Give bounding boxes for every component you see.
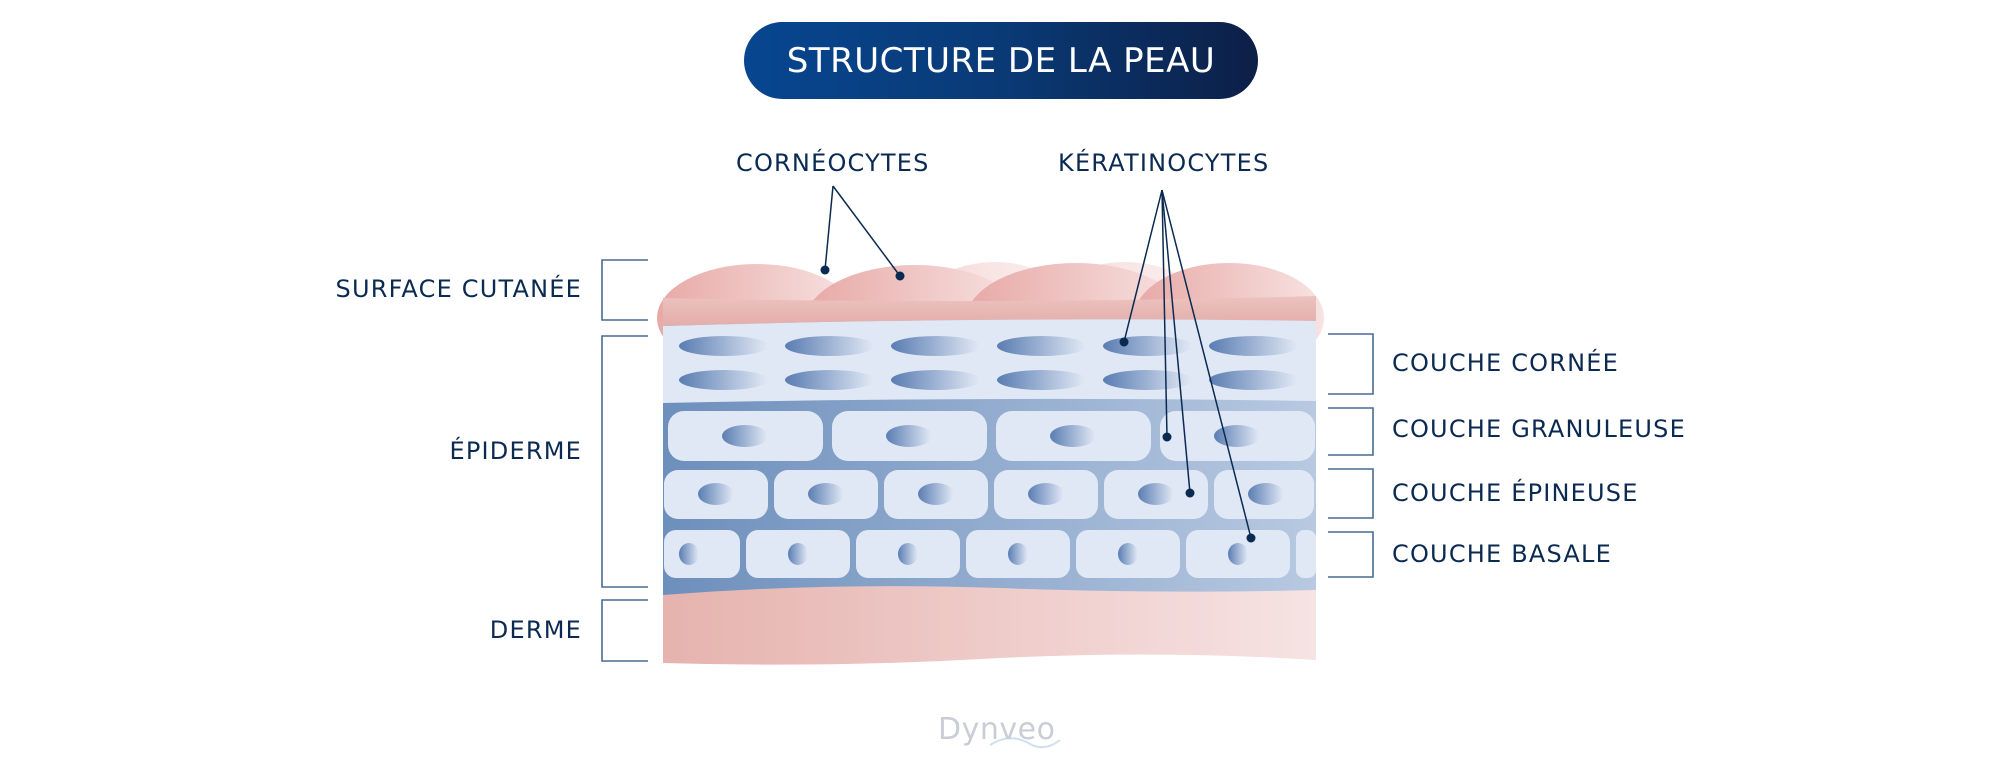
pointer-dot: [1185, 488, 1195, 498]
basal-nucleus: [898, 543, 918, 565]
logo: Dynveo: [938, 712, 1056, 747]
pointer-dot: [1246, 533, 1256, 543]
bracket-basale: [1328, 531, 1374, 578]
couche-cornee-cells: [679, 336, 1299, 390]
label-couche-basale: COUCHE BASALE: [1392, 540, 1612, 568]
spinous-nucleus: [1028, 483, 1064, 505]
pointer-dot: [820, 265, 830, 275]
granular-nucleus: [1214, 425, 1260, 447]
pointer-dot: [895, 271, 905, 281]
spinous-nucleus: [918, 483, 954, 505]
pointer-corneocyte-1: [824, 185, 834, 271]
couche-epineuse-cells: [664, 470, 1314, 519]
spinous-nucleus: [808, 483, 844, 505]
corneocyte-cell: [997, 336, 1087, 356]
granular-nucleus: [722, 425, 768, 447]
bracket-surface: [601, 259, 648, 321]
granular-nucleus: [886, 425, 932, 447]
pointer-corneocyte-2: [832, 185, 901, 277]
corneocyte-cell: [785, 370, 875, 390]
pointer-dots: [820, 265, 1256, 543]
pointer-keratinocyte-1: [1123, 189, 1163, 343]
basal-cell: [1296, 530, 1316, 578]
basal-nucleus: [788, 543, 808, 565]
bracket-epiderme: [601, 335, 648, 588]
title-banner: STRUCTURE DE LA PEAU: [744, 22, 1258, 99]
corneocyte-cell: [1103, 336, 1193, 356]
label-epiderme: ÉPIDERME: [449, 437, 582, 465]
bracket-granuleuse: [1328, 407, 1374, 456]
corneocyte-cell: [679, 336, 769, 356]
couche-granuleuse-cells: [668, 411, 1315, 461]
spinous-nucleus: [1138, 483, 1174, 505]
basal-nucleus: [1008, 543, 1028, 565]
spinous-nucleus: [698, 483, 734, 505]
bracket-derme: [601, 599, 648, 662]
corneocyte-cell: [1103, 370, 1193, 390]
logo-wave-icon: [989, 737, 1061, 749]
right-brackets: [1328, 333, 1374, 578]
basal-nucleus: [1118, 543, 1138, 565]
corneocyte-cell: [891, 370, 981, 390]
couche-cornee-band: [663, 319, 1316, 403]
title-text: STRUCTURE DE LA PEAU: [786, 40, 1216, 81]
surface-layer-band: [663, 296, 1316, 330]
basal-nucleus: [679, 543, 699, 565]
pointer-dot: [1162, 432, 1172, 442]
granular-nucleus: [1050, 425, 1096, 447]
label-corneocytes: CORNÉOCYTES: [736, 149, 930, 177]
corneocyte-cell: [1209, 370, 1299, 390]
spinous-nucleus: [1248, 483, 1284, 505]
corneocyte-cell: [1209, 336, 1299, 356]
corneocyte-cell: [679, 370, 769, 390]
corneocyte-cell: [785, 336, 875, 356]
pointer-keratinocyte-3: [1161, 189, 1191, 494]
corneocyte-cell: [891, 336, 981, 356]
label-couche-cornee: COUCHE CORNÉE: [1392, 349, 1620, 377]
basal-nucleus: [1228, 543, 1248, 565]
bracket-epineuse: [1328, 468, 1374, 519]
label-derme: DERME: [489, 616, 582, 644]
pointer-keratinocyte-4: [1161, 189, 1252, 539]
pointer-lines: [824, 185, 1252, 539]
label-keratinocytes: KÉRATINOCYTES: [1058, 149, 1270, 177]
left-brackets: [601, 259, 648, 662]
bracket-cornee: [1328, 333, 1374, 395]
basal-cell: [664, 530, 740, 578]
pointer-dot: [1119, 337, 1129, 347]
corneocyte-cell: [997, 370, 1087, 390]
label-couche-epineuse: COUCHE ÉPINEUSE: [1392, 479, 1639, 507]
label-surface-cutanee: SURFACE CUTANÉE: [335, 275, 582, 303]
label-couche-granuleuse: COUCHE GRANULEUSE: [1392, 415, 1686, 443]
couche-basale-cells: [664, 530, 1316, 578]
pointer-keratinocyte-2: [1161, 189, 1168, 438]
derme-layer: [663, 586, 1316, 665]
